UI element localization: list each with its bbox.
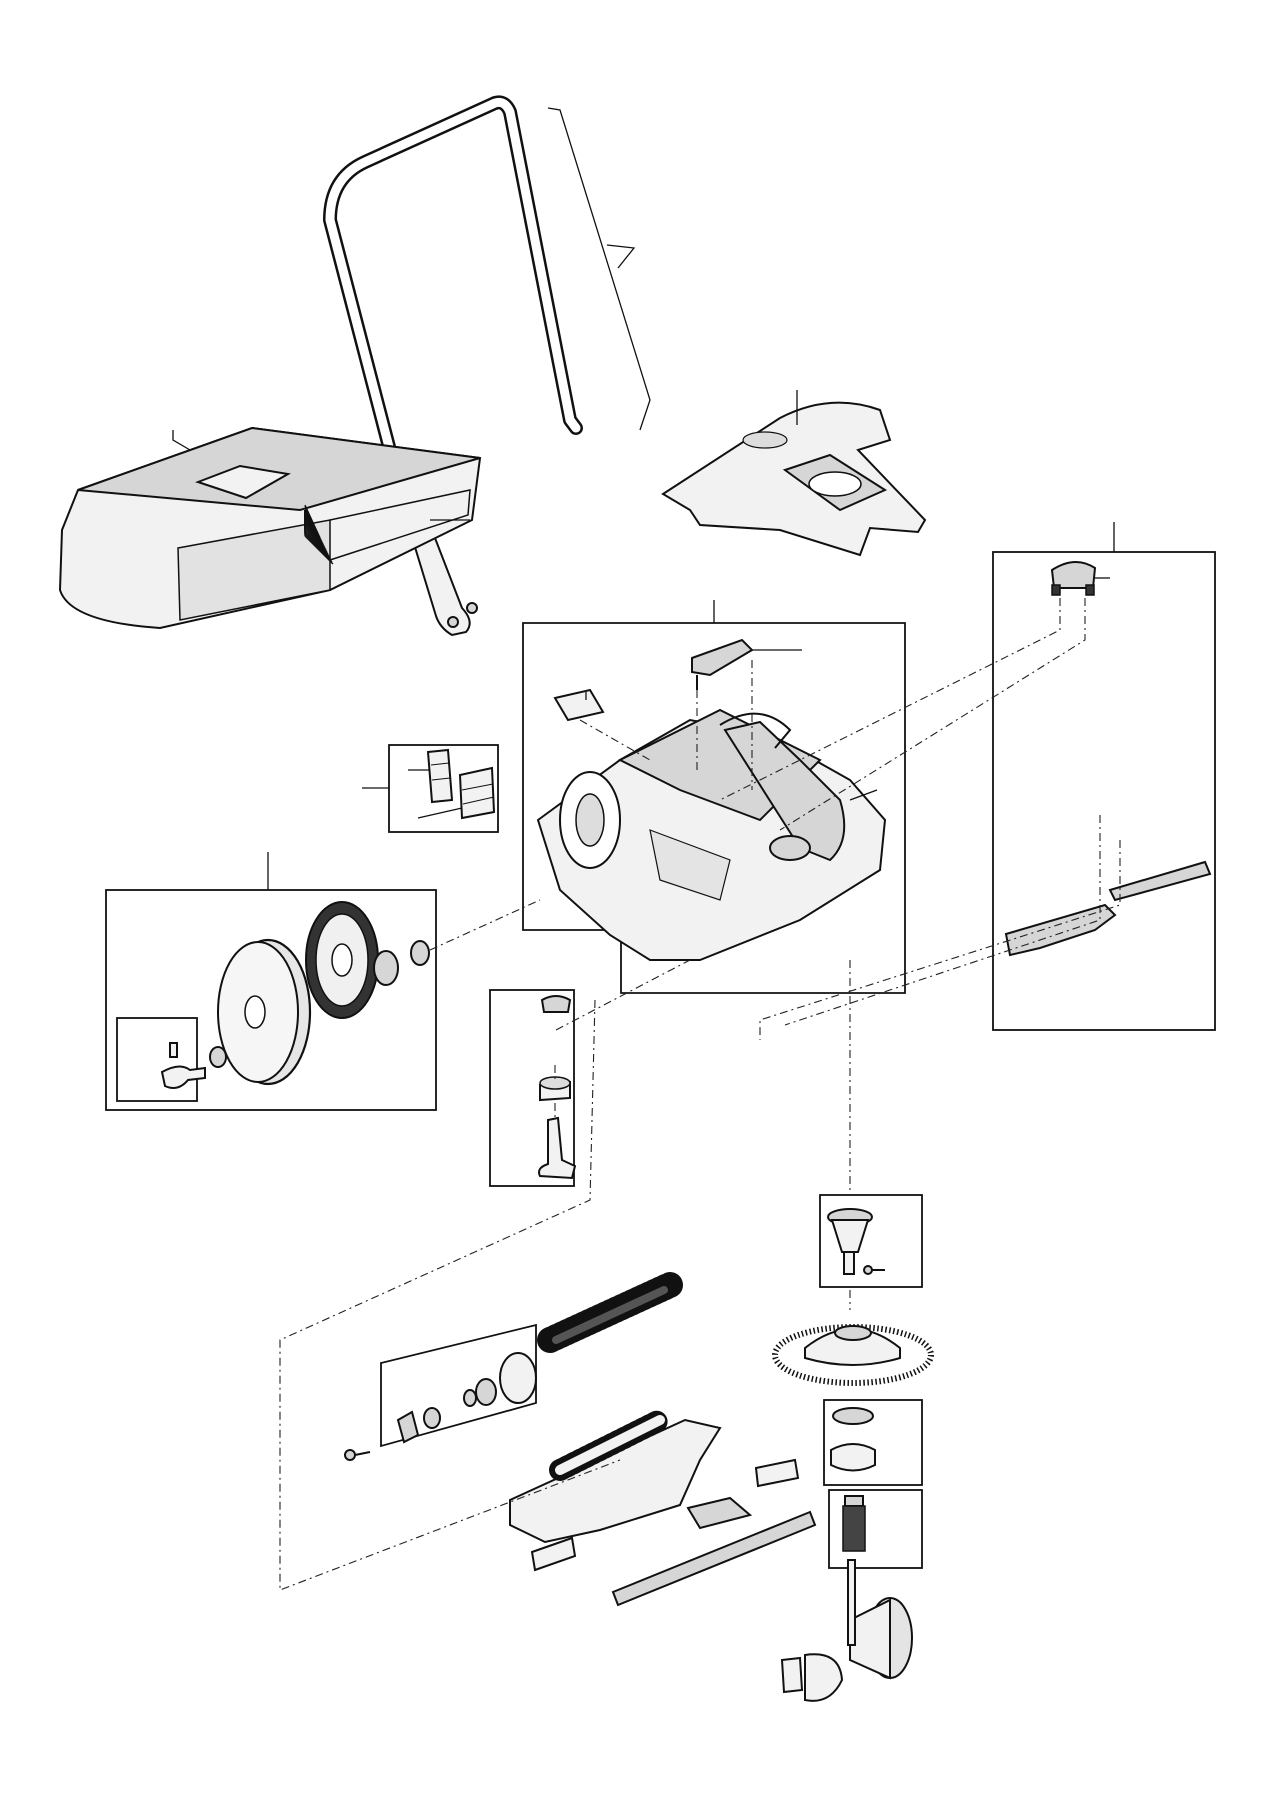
block-10-part [458, 766, 496, 820]
wheel-part [217, 938, 312, 1086]
screw-part [344, 1449, 371, 1461]
gear-part [305, 901, 379, 1019]
scraper-part [686, 1496, 753, 1530]
group-box-13 [819, 1194, 923, 1288]
handle-bar-part [323, 95, 651, 485]
leader-22 [172, 430, 191, 451]
brush-housing-part [509, 1409, 722, 1544]
assembly-dash-bars [759, 815, 1121, 1190]
knob-11-part [540, 995, 572, 1013]
clip-23-left-part [530, 1536, 577, 1572]
assembly-dash-cover-14 [696, 660, 753, 790]
rubber-strip-part [611, 1510, 817, 1607]
assembly-dash-35 [554, 959, 691, 1118]
group-box-40 [823, 1399, 923, 1486]
group-box-42 [105, 889, 437, 1111]
clip-23-right-part [754, 1458, 800, 1488]
group-box-35 [489, 989, 575, 1187]
bar-8-part [1004, 903, 1117, 957]
main-chassis-part [536, 708, 887, 961]
gear-27-part [396, 1410, 420, 1444]
motor-shaft-part [842, 1495, 866, 1552]
group-box-18 [828, 1489, 923, 1569]
leader-24 [606, 244, 636, 269]
spindle-part [827, 1208, 873, 1275]
assembly-dash-plate-6 [579, 719, 651, 761]
bearing-28-part [499, 1352, 537, 1404]
group-box-37 [992, 551, 1216, 1031]
leader-34-gear-conn5 [304, 525, 329, 555]
leader-34-gear-conn8 [304, 531, 332, 561]
assembly-dash-brush-housing [279, 999, 621, 1591]
axle-part [160, 1065, 206, 1089]
lever-12-part [538, 1116, 577, 1180]
leader-34-gear-conn9 [304, 533, 333, 563]
group-box-41 [380, 1323, 537, 1448]
side-brush-part [772, 1324, 934, 1386]
collection-box-part [58, 426, 482, 630]
bar-7-part [1108, 860, 1212, 902]
leader-34-gear-conn6 [304, 527, 330, 557]
motor-part [780, 1559, 913, 1702]
group-box-38 [522, 622, 906, 994]
screw-2-upper-part [863, 1265, 885, 1275]
ring-16-part [373, 950, 399, 986]
ring-16-lower-part [832, 1407, 874, 1425]
block-9-part [426, 748, 454, 804]
leader-10 [417, 807, 463, 819]
ring-31-lower-part [209, 1046, 227, 1068]
leader-4 [849, 789, 878, 801]
ring-31-upper-part [410, 940, 430, 966]
pin-part [169, 1042, 178, 1058]
group-box-43 [116, 1017, 198, 1102]
assembly-dash-knob-to-chassis [719, 598, 1086, 831]
plate-part [553, 688, 605, 722]
knob-part [1050, 561, 1097, 596]
leader-34-gear-conn7 [304, 529, 331, 559]
main-brush-part [537, 1272, 683, 1353]
assembly-dash-wheel [429, 899, 541, 951]
ring-17-part [830, 1443, 876, 1472]
leader-34-gear-correct [304, 504, 321, 539]
small-cover-part [691, 638, 754, 677]
leader-34-gear-conn10 [304, 535, 334, 565]
top-cover-part [661, 401, 927, 557]
